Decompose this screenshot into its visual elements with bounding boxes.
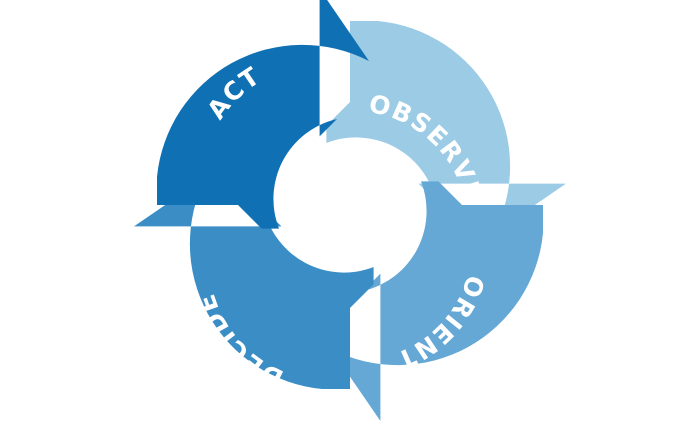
- stage-arrow-orient: [331, 181, 543, 421]
- stage-arrow-decide: [134, 177, 374, 389]
- stage-arrow-observe: [326, 21, 566, 233]
- stage-arrow-act: [157, 0, 369, 229]
